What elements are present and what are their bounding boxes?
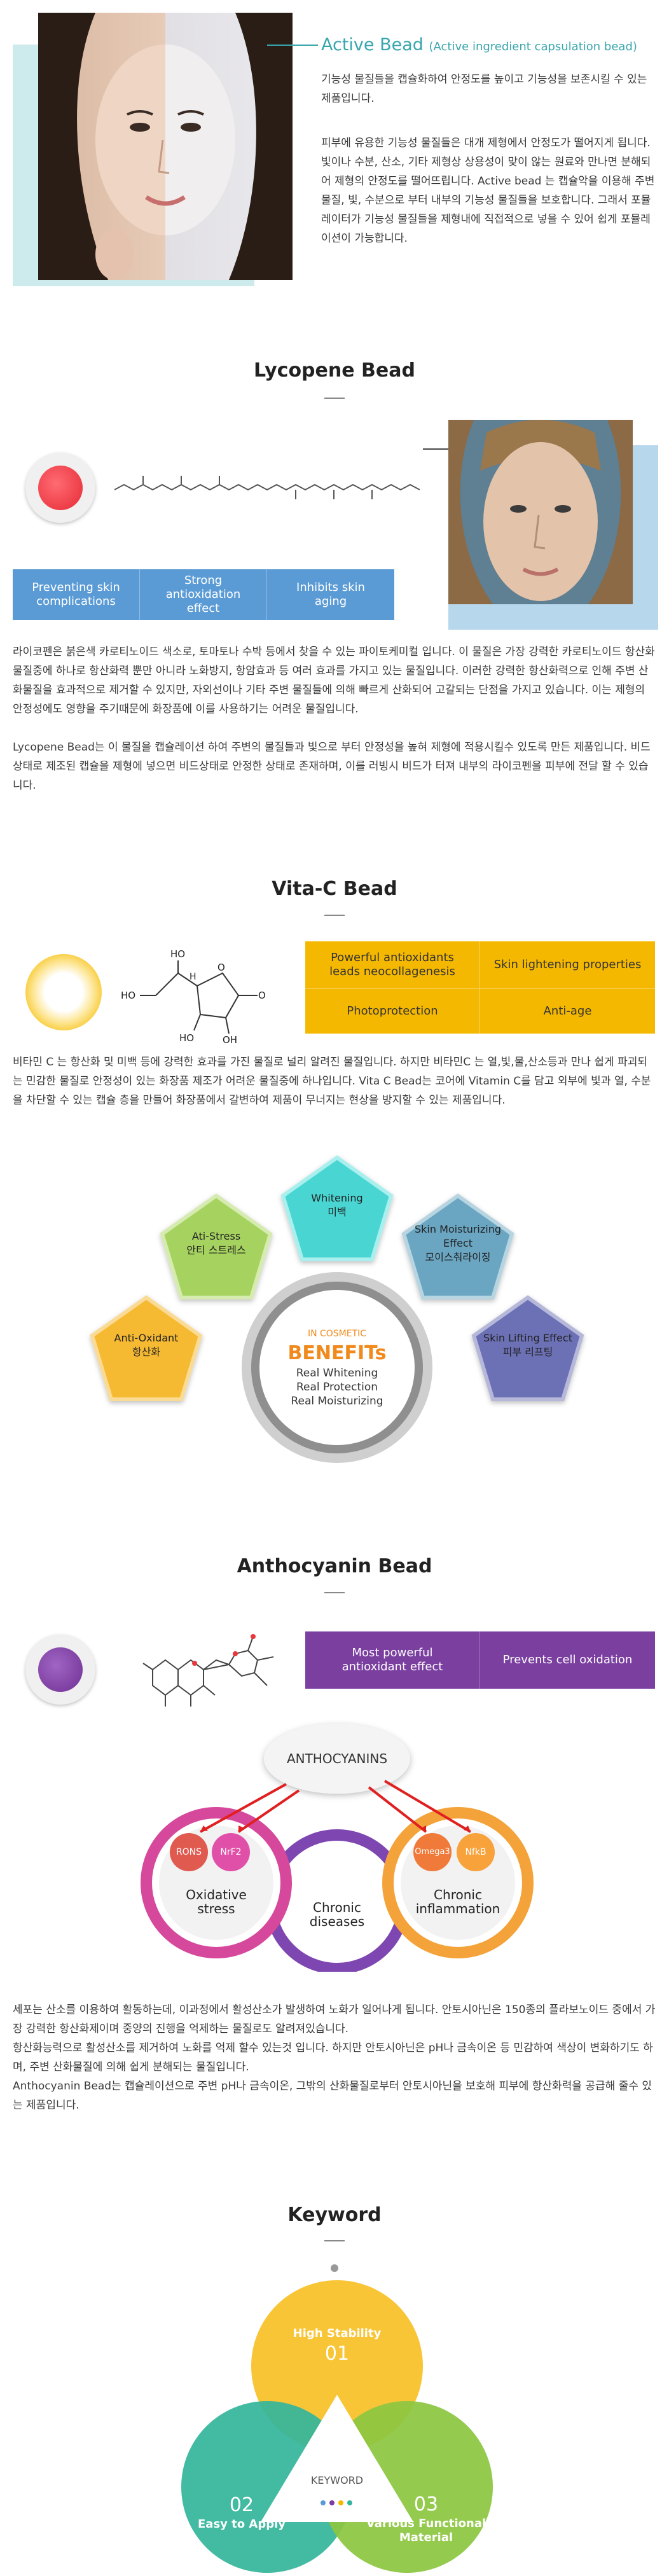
anthocyanin-paragraph-3: Anthocyanin Bead는 캡슐레이션으로 주변 pH나 금속이온, 그…: [13, 2080, 652, 2112]
keyword-2-num: 02: [229, 2494, 254, 2516]
lycopene-paragraph-1: 라이코펜은 붉은색 카로티노이드 색소로, 토마토나 수박 등에서 찾을 수 있…: [13, 646, 655, 716]
title-sub: (Active ingredient capsulation bead): [429, 40, 637, 53]
lycopene-face-photo: [448, 420, 633, 604]
pentagon-whitening: [280, 1155, 394, 1261]
benefits-big: BENEFITs: [287, 1342, 387, 1364]
keyword-3-label: Various Functional Material: [366, 2517, 486, 2544]
benefits-line-1: Real Whitening: [296, 1367, 378, 1380]
lycopene-paragraph-2: Lycopene Bead는 이 물질을 캡슐레이션 하여 주변의 물질들과 빛…: [13, 741, 651, 792]
active-intro: 기능성 물질들을 캡슐화하여 안정도를 높이고 기능성을 보존시킬 수 있는 제…: [321, 73, 647, 105]
chronic-inflammation-label: Chronic inflammation: [415, 1887, 500, 1916]
anthocyanin-tag-2: Prevents cell oxidation: [480, 1631, 655, 1689]
title-line: [267, 45, 318, 46]
ascorbic-acid-molecule: HO HO H O O HO OH: [121, 948, 266, 1043]
lycopene-bead-icon: [25, 453, 95, 523]
pentagon-anti-stress-label: Ati-Stress 안티 스트레스: [186, 1230, 246, 1256]
benefits-line-3: Real Moisturizing: [291, 1395, 383, 1408]
badge-nfkb: [457, 1833, 495, 1871]
keyword-1: High Stability 01: [273, 2315, 401, 2379]
active-bead-title: Active Bead (Active ingredient capsulati…: [321, 35, 665, 55]
chronic-diseases-label: Chronic diseases: [309, 1900, 365, 1929]
arrow-2: [237, 1789, 300, 1833]
vitac-heading: Vita-C Bead: [272, 878, 397, 900]
keyword-dot: [331, 2264, 338, 2272]
keyword-2: 02 Easy to Apply: [184, 2484, 299, 2541]
badge-rons: [170, 1833, 208, 1871]
lycopene-molecule: [114, 476, 420, 499]
keyword-1-label: High Stability: [293, 2327, 382, 2340]
vitac-tag-2: Skin lightening properties: [480, 941, 655, 989]
benefits-small: IN COSMETIC: [307, 1329, 367, 1339]
active-bead-section: Active Bead (Active ingredient capsulati…: [0, 0, 669, 305]
keyword-1-num: 01: [324, 2343, 350, 2365]
pentagon-anti-oxidant: [90, 1295, 203, 1401]
oxidative-stress-label: Oxidative stress: [186, 1887, 247, 1916]
active-description: 피부에 유용한 기능성 물질들은 대개 제형에서 안정도가 떨어지게 됩니다. …: [321, 137, 655, 245]
anthocyanin-diagram: [141, 1724, 534, 1972]
woman-face-photo: [38, 13, 293, 280]
keyword-3-num: 03: [413, 2493, 439, 2516]
vitac-tag-1: Powerful antioxidants leads neocollagene…: [305, 941, 480, 989]
pentagon-moisturizing: [401, 1193, 514, 1299]
vitac-tag-4: Anti-age: [480, 989, 655, 1034]
vitac-paragraph: 비타민 C 는 항산화 및 미백 등에 강력한 효과를 가진 물질로 널리 알려…: [13, 1056, 651, 1107]
lycopene-tag-3: Inhibits skin aging: [267, 569, 394, 620]
badge-omega3: [413, 1833, 452, 1871]
keyword-heading-underline: [324, 2240, 345, 2241]
benefits-inner-circle: [259, 1290, 415, 1445]
anthocyanins-title: ANTHOCYANINS: [286, 1751, 388, 1766]
badge-omega3-label: Omega3: [415, 1847, 450, 1857]
keyword-triangle: [261, 2395, 413, 2522]
mol-ho-top: HO: [170, 948, 185, 960]
lycopene-heading: Lycopene Bead: [254, 359, 415, 382]
vitac-bead-icon: [25, 954, 102, 1030]
lycopene-pointer-line: [423, 448, 448, 450]
vitac-heading-underline: [324, 915, 345, 916]
pentagon-lifting: [471, 1295, 584, 1401]
red-bead: [38, 466, 83, 510]
title-main: Active Bead: [321, 35, 424, 55]
mol-ho-bottom: HO: [179, 1032, 194, 1043]
badge-nrf2-label: NrF2: [220, 1847, 242, 1857]
keyword-venn: [181, 2280, 493, 2573]
anthocyanin-paragraph-1: 세포는 산소를 이용하여 활동하는데, 이과정에서 활성산소가 발생하여 노화가…: [13, 2004, 656, 2035]
pentagon-lifting-label: Skin Lifting Effect 피부 리프팅: [483, 1332, 572, 1358]
vitac-tag-3: Photoprotection: [305, 989, 480, 1034]
badge-nrf2: [212, 1833, 250, 1871]
arrow-3: [368, 1786, 427, 1833]
lycopene-heading-underline: [324, 398, 345, 399]
pentagon-moisturizing-label: Skin Moisturizing Effect 모이스춰라이징: [414, 1223, 502, 1263]
keyword-2-label: Easy to Apply: [198, 2517, 286, 2531]
anthocyanin-tag-1: Most powerful antioxidant effect: [305, 1631, 480, 1689]
badge-nfkb-label: NfkB: [465, 1847, 486, 1857]
badge-rons-label: RONS: [176, 1847, 202, 1857]
mol-o-right: O: [258, 990, 266, 1001]
pentagon-whitening-label: Whitening 미백: [311, 1192, 363, 1218]
anthocyanin-heading: Anthocyanin Bead: [237, 1555, 432, 1577]
pentagon-anti-stress: [160, 1193, 273, 1299]
mol-h: H: [190, 972, 197, 982]
benefits-diagram: [90, 1155, 584, 1463]
benefits-center-text: IN COSMETIC BENEFITs Real Whitening Real…: [254, 1310, 420, 1425]
mol-o: O: [217, 962, 225, 973]
anthocyanin-bead-icon: [25, 1635, 95, 1705]
anthocyanin-heading-underline: [324, 1592, 345, 1593]
lycopene-tag-2: Strong antioxidation effect: [140, 569, 267, 620]
mol-oh-bottom: OH: [223, 1034, 237, 1043]
mol-ho-left: HO: [121, 990, 135, 1001]
lycopene-tag-1: Preventing skin complications: [13, 569, 140, 620]
arrow-4: [383, 1780, 472, 1833]
keyword-3: 03 Various Functional Material: [362, 2484, 490, 2554]
anthocyanins-ellipse: [264, 1724, 410, 1794]
arrow-1: [200, 1783, 287, 1833]
keyword-center-label: KEYWORD: [310, 2474, 364, 2486]
benefits-line-2: Real Protection: [296, 1381, 378, 1394]
anthocyanin-paragraph-2: 항산화능력으로 활성산소를 제거하여 노화를 억제 할수 있는것 입니다. 하지…: [13, 2042, 653, 2074]
keyword-heading: Keyword: [287, 2204, 382, 2226]
anthocyanin-molecule: [142, 1634, 274, 1707]
purple-bead: [38, 1647, 83, 1692]
pentagon-anti-oxidant-label: Anti-Oxidant 항산화: [114, 1332, 179, 1358]
